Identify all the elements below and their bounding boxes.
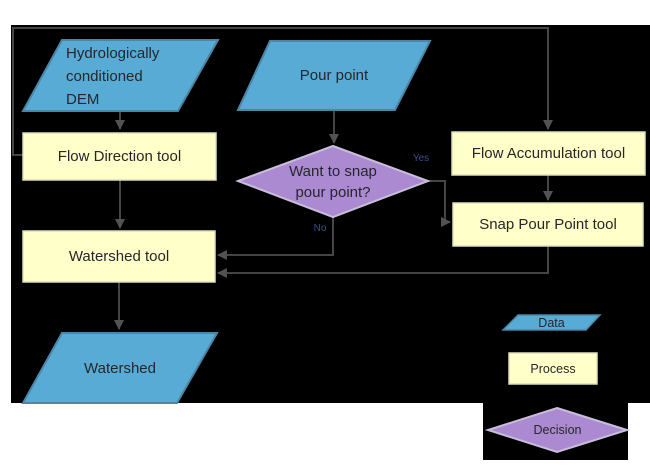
pour-point-label: Pour point [299,66,369,84]
connector-snap-to-watershed-tool [217,246,549,278]
decision-label-line2: pour point? [295,183,371,201]
legend-process-box [508,352,598,385]
decision-label-line1: Want to snap [289,162,377,180]
connector-flow-direction-to-flow-accumulation [12,27,553,156]
flow-direction-box [22,132,217,181]
flow-accumulation-label: Flow Accumulation tool [471,144,626,162]
legend-data-label: Data [538,315,565,330]
no-edge-label: No [313,223,327,234]
yes-edge-label: Yes [412,153,430,164]
dem-label-line2: conditioned [66,68,143,85]
snap-pour-point-box [452,202,644,247]
connector-decision-yes-to-snap [428,180,451,227]
connector-decision-no-to-watershed-tool [217,217,334,260]
legend-decision-label: Decision [533,423,582,437]
flow-accumulation-box [451,131,646,176]
flow-direction-label: Flow Direction tool [57,147,182,165]
watershed-label: Watershed [84,359,156,377]
decision-diamond [235,144,431,219]
watershed-parallelogram [21,332,219,404]
decision-label: Want to snap pour point? [243,146,423,217]
snap-pour-point-label: Snap Pour Point tool [479,215,617,233]
legend-decision-diamond [484,406,631,454]
dem-parallelogram [21,39,220,112]
dem-label: Hydrologically conditioned DEM [66,42,190,112]
legend-process-label: Process [530,361,576,376]
dem-label-line1: Hydrologically [66,45,160,62]
legend-data-parallelogram [501,314,602,331]
pour-point-parallelogram [236,40,432,111]
dem-label-line3: DEM [66,91,100,108]
watershed-tool-box [22,230,216,283]
watershed-tool-label: Watershed tool [68,247,170,265]
